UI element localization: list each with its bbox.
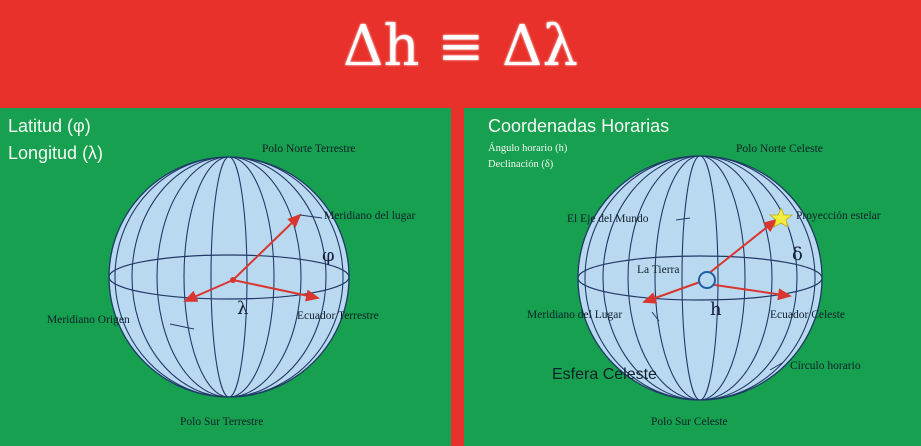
celestial-south-pole-label: Polo Sur Celeste: [651, 416, 728, 428]
local-meridian-label: Meridiano del Lugar: [527, 309, 623, 321]
origin-meridian-label: Meridiano Origen: [47, 314, 130, 326]
declination-subheading: Declinación (δ): [488, 159, 554, 170]
earth-label: La Tierra: [637, 264, 680, 276]
meridian-pointer: [299, 214, 323, 219]
center-point: [230, 277, 236, 283]
equator-ellipse: [108, 254, 350, 300]
coordinate-vectors: [183, 213, 320, 302]
hour-angle-symbol: h: [710, 299, 722, 320]
celestial-sphere-label: Esfera Celeste: [552, 366, 657, 383]
terrestrial-globe-diagram: [108, 156, 350, 398]
meridian-pointer: [651, 311, 660, 322]
title-banner: [0, 0, 921, 104]
terrestrial-panel: Latitud (φ) Longitud (λ) Polo Norte Terr…: [0, 108, 451, 446]
world-axis-label: El Eje del Mundo: [567, 213, 649, 225]
longitude-heading: Longitud (λ): [8, 143, 104, 163]
hour-circle-label: Círculo horario: [790, 360, 861, 372]
celestial-equator-label: Ecuador Celeste: [770, 309, 846, 321]
celestial-vectors: [642, 218, 792, 304]
meridian-lines: [114, 157, 344, 397]
star-icon: [768, 206, 794, 228]
page-title: Δh ≡ Δλ: [343, 14, 578, 79]
celestial-equator-ellipse: [577, 255, 823, 301]
earth-sphere: [108, 156, 350, 398]
origin-pointer: [169, 323, 195, 330]
local-meridian-label: Meridiano del lugar: [324, 210, 416, 222]
celestial-north-pole-label: Polo Norte Celeste: [736, 143, 823, 155]
longitude-symbol: λ: [237, 298, 249, 319]
north-pole-label: Polo Norte Terrestre: [262, 143, 356, 155]
equator-label: Ecuador Terrestre: [297, 310, 379, 322]
celestial-sphere-diagram: [577, 155, 823, 401]
celestial-panel: Coordenadas Horarias Ángulo horario (h) …: [464, 108, 921, 446]
hour-circle-lines: [584, 156, 816, 400]
axis-pointer: [675, 217, 691, 221]
hour-circle-pointer: [769, 362, 783, 371]
star-projection-label: Proyección estelar: [796, 210, 881, 222]
latitude-symbol: φ: [322, 245, 335, 266]
declination-symbol: δ: [792, 244, 803, 265]
hour-coordinates-heading: Coordenadas Horarias: [488, 116, 670, 136]
south-pole-label: Polo Sur Terrestre: [180, 416, 264, 428]
latitude-heading: Latitud (φ): [8, 116, 91, 136]
earth-circle: [698, 271, 716, 289]
hour-angle-subheading: Ángulo horario (h): [488, 143, 568, 154]
